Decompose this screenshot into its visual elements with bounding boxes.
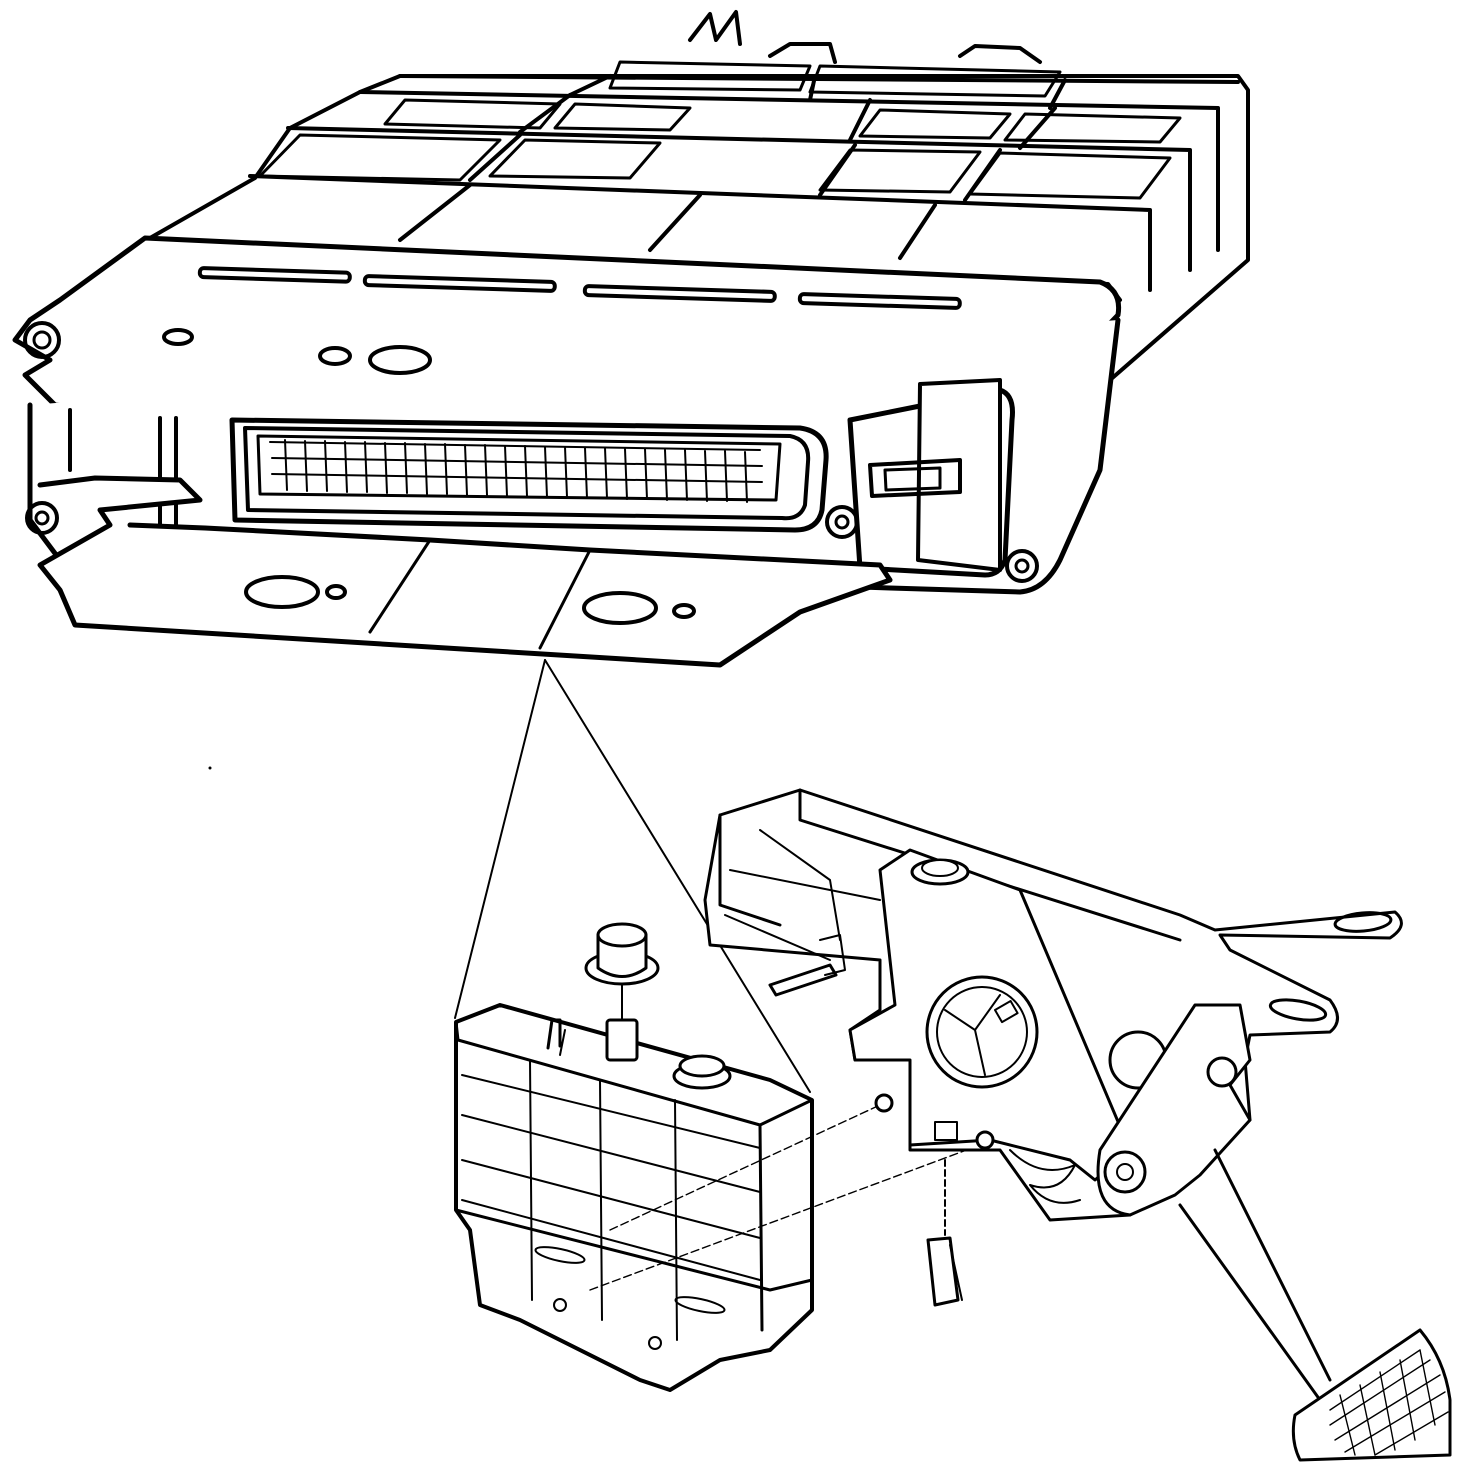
- plug-connector: [926, 1159, 963, 1307]
- ecu-connector-body: [27, 317, 1121, 595]
- connector-pins: [269, 439, 763, 503]
- pedal-tread-pattern: [1329, 1349, 1449, 1456]
- install-guide-lines: [589, 1104, 981, 1291]
- ecu-module-closeup: [12, 10, 1250, 668]
- ecu-mounting-bracket: [25, 475, 893, 668]
- ecu-module-installed: [454, 1003, 814, 1392]
- relay: [584, 922, 660, 1021]
- accelerator-pedal: [1178, 1148, 1452, 1462]
- pedal-bracket-assembly: [703, 788, 1403, 1222]
- detail-leader-lines: [208, 659, 811, 1093]
